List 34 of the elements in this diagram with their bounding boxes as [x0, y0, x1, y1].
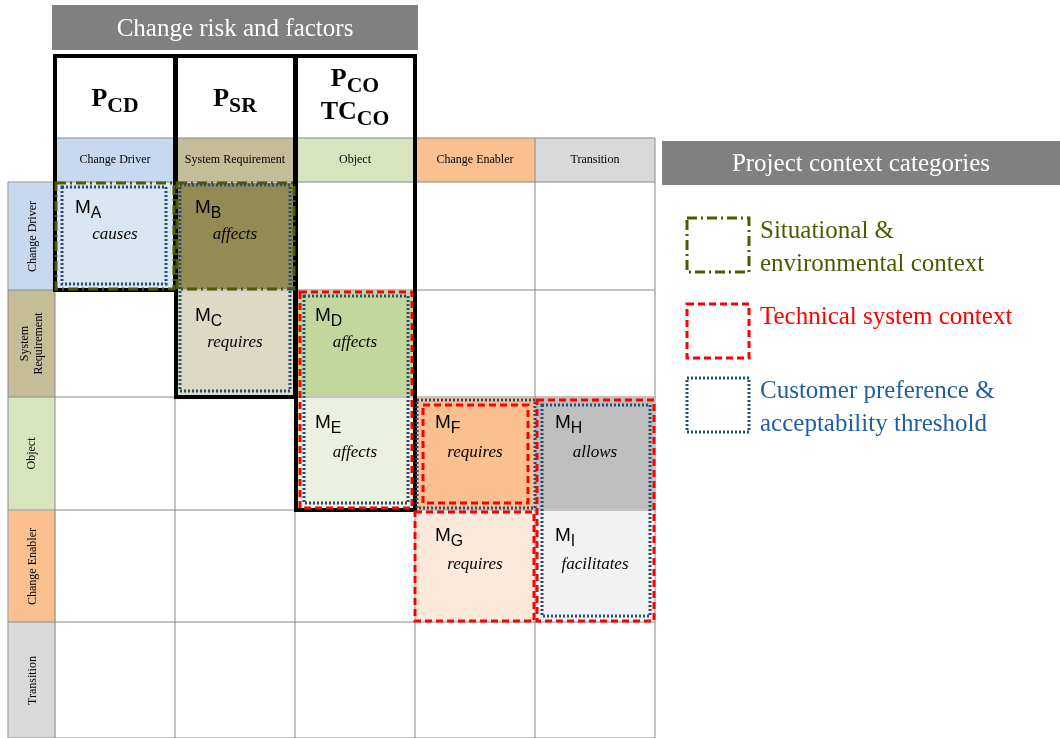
factor-symbol: P$_{CO}$ TC$_{CO}$: [320, 62, 390, 130]
legend-text: Situational & environmental context: [760, 215, 986, 278]
relation-label: allows: [571, 441, 619, 462]
relation-label: affects: [331, 331, 379, 352]
legend-text: Customer preference & acceptability threshold: [760, 375, 996, 438]
factor-symbol: P$_{SR}$: [212, 82, 258, 117]
relation-label: requires: [446, 441, 504, 462]
relation-label: affects: [211, 224, 259, 244]
column-header: System Requirement: [175, 138, 295, 182]
legend-heading: Project context categories: [662, 141, 1060, 185]
cell-symbol: M$_{C}$: [195, 304, 223, 330]
cell-symbol: M$_{E}$: [315, 411, 342, 437]
cell-symbol: M$_{B}$: [195, 196, 222, 222]
column-header: Change Enabler: [415, 138, 535, 182]
row-header: Change Enabler: [8, 510, 55, 622]
cell-symbol: M$_{H}$: [555, 411, 583, 437]
cell-symbol: M$_{I}$: [555, 524, 576, 550]
relation-label: facilitates: [560, 554, 630, 574]
column-header: Change Driver: [55, 138, 175, 182]
factor-symbol: P$_{CD}$: [90, 82, 140, 117]
relation-label: affects: [331, 441, 379, 462]
relation-label: requires: [206, 331, 264, 352]
cell-symbol: M$_{F}$: [435, 411, 461, 437]
cell-symbol: M$_{G}$: [435, 524, 464, 550]
row-header: Change Driver: [8, 182, 55, 290]
relation-label: causes: [91, 224, 139, 244]
legend-text: Technical system context: [760, 301, 1014, 331]
relation-label: requires: [446, 554, 504, 574]
row-header: Transition: [8, 622, 55, 738]
cell-symbol: M$_{D}$: [315, 304, 343, 330]
cell-symbol: M$_{A}$: [75, 196, 102, 222]
title-banner: Change risk and factors: [52, 5, 418, 50]
column-header: Object: [295, 138, 415, 182]
column-header: Transition: [535, 138, 655, 182]
